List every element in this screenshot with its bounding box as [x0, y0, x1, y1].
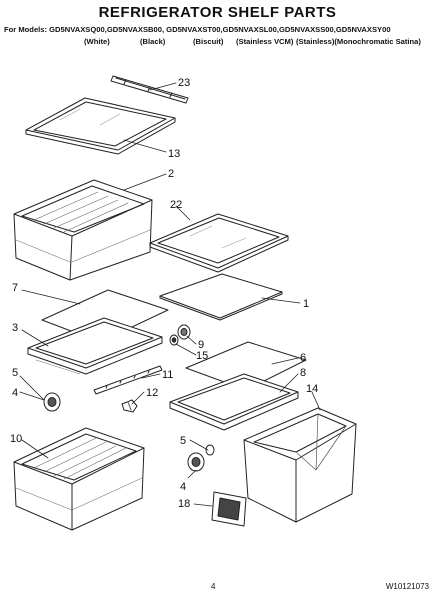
part-23-shelf-rail — [110, 75, 189, 104]
callout-5-left: 5 — [12, 367, 18, 379]
variant-white: (White) — [84, 37, 110, 46]
callout-10: 10 — [10, 433, 22, 445]
variant-stainless-satina: (Stainless)(Monochromatic Satina) — [296, 37, 421, 46]
part-1-glass-shelf — [159, 273, 283, 321]
callout-11: 11 — [162, 369, 173, 381]
leader-lines — [19, 82, 321, 507]
callout-14: 14 — [306, 383, 318, 395]
callout-5-right: 5 — [180, 435, 186, 447]
callout-18: 18 — [178, 498, 190, 510]
part-18-label-card — [211, 491, 247, 527]
callout-13: 13 — [168, 148, 180, 160]
document-number: W10121073 — [385, 582, 429, 591]
page-number: 4 — [211, 582, 216, 591]
part-4-roller-right — [187, 452, 205, 472]
callout-15: 15 — [196, 350, 208, 362]
callout-23: 23 — [178, 77, 190, 89]
callout-9: 9 — [198, 339, 204, 351]
callout-labels: 23 13 2 22 1 7 3 9 15 5 11 4 12 6 8 14 1… — [10, 77, 318, 510]
callout-8: 8 — [300, 367, 306, 379]
callout-2: 2 — [168, 168, 174, 180]
part-14-pan — [243, 407, 357, 523]
part-9-knob — [177, 324, 191, 340]
page-title: REFRIGERATOR SHELF PARTS — [98, 4, 337, 21]
part-11-slide-rail — [93, 365, 163, 395]
models-line: For Models: GD5NVAXSQ00,GD5NVAXSB00, GD5… — [4, 25, 391, 34]
part-8-cover-frame — [169, 373, 299, 431]
part-4-roller-left — [43, 392, 61, 412]
callout-4-left: 4 — [12, 387, 18, 399]
part-2-crisper-drawer — [13, 179, 153, 281]
callout-4-right: 4 — [180, 481, 186, 493]
callout-12: 12 — [146, 387, 158, 399]
callout-1: 1 — [303, 298, 309, 310]
callout-6: 6 — [300, 352, 306, 364]
callout-3: 3 — [12, 322, 18, 334]
part-15-washer — [169, 334, 179, 346]
part-13-shelf-frame — [25, 97, 176, 155]
callout-22: 22 — [170, 199, 182, 211]
variant-black: (Black) — [140, 37, 166, 46]
variant-labels: (White) (Black) (Biscuit) (Stainless VCM… — [0, 37, 435, 47]
part-10-crisper-drawer — [13, 427, 145, 531]
part-3-cover-frame — [27, 317, 163, 375]
variant-biscuit: (Biscuit) — [193, 37, 224, 46]
variant-stainless-vcm: (Stainless VCM) — [236, 37, 294, 46]
part-22-shelf-frame — [149, 213, 289, 273]
callout-7: 7 — [12, 282, 18, 294]
part-5-roller-right — [205, 444, 215, 456]
